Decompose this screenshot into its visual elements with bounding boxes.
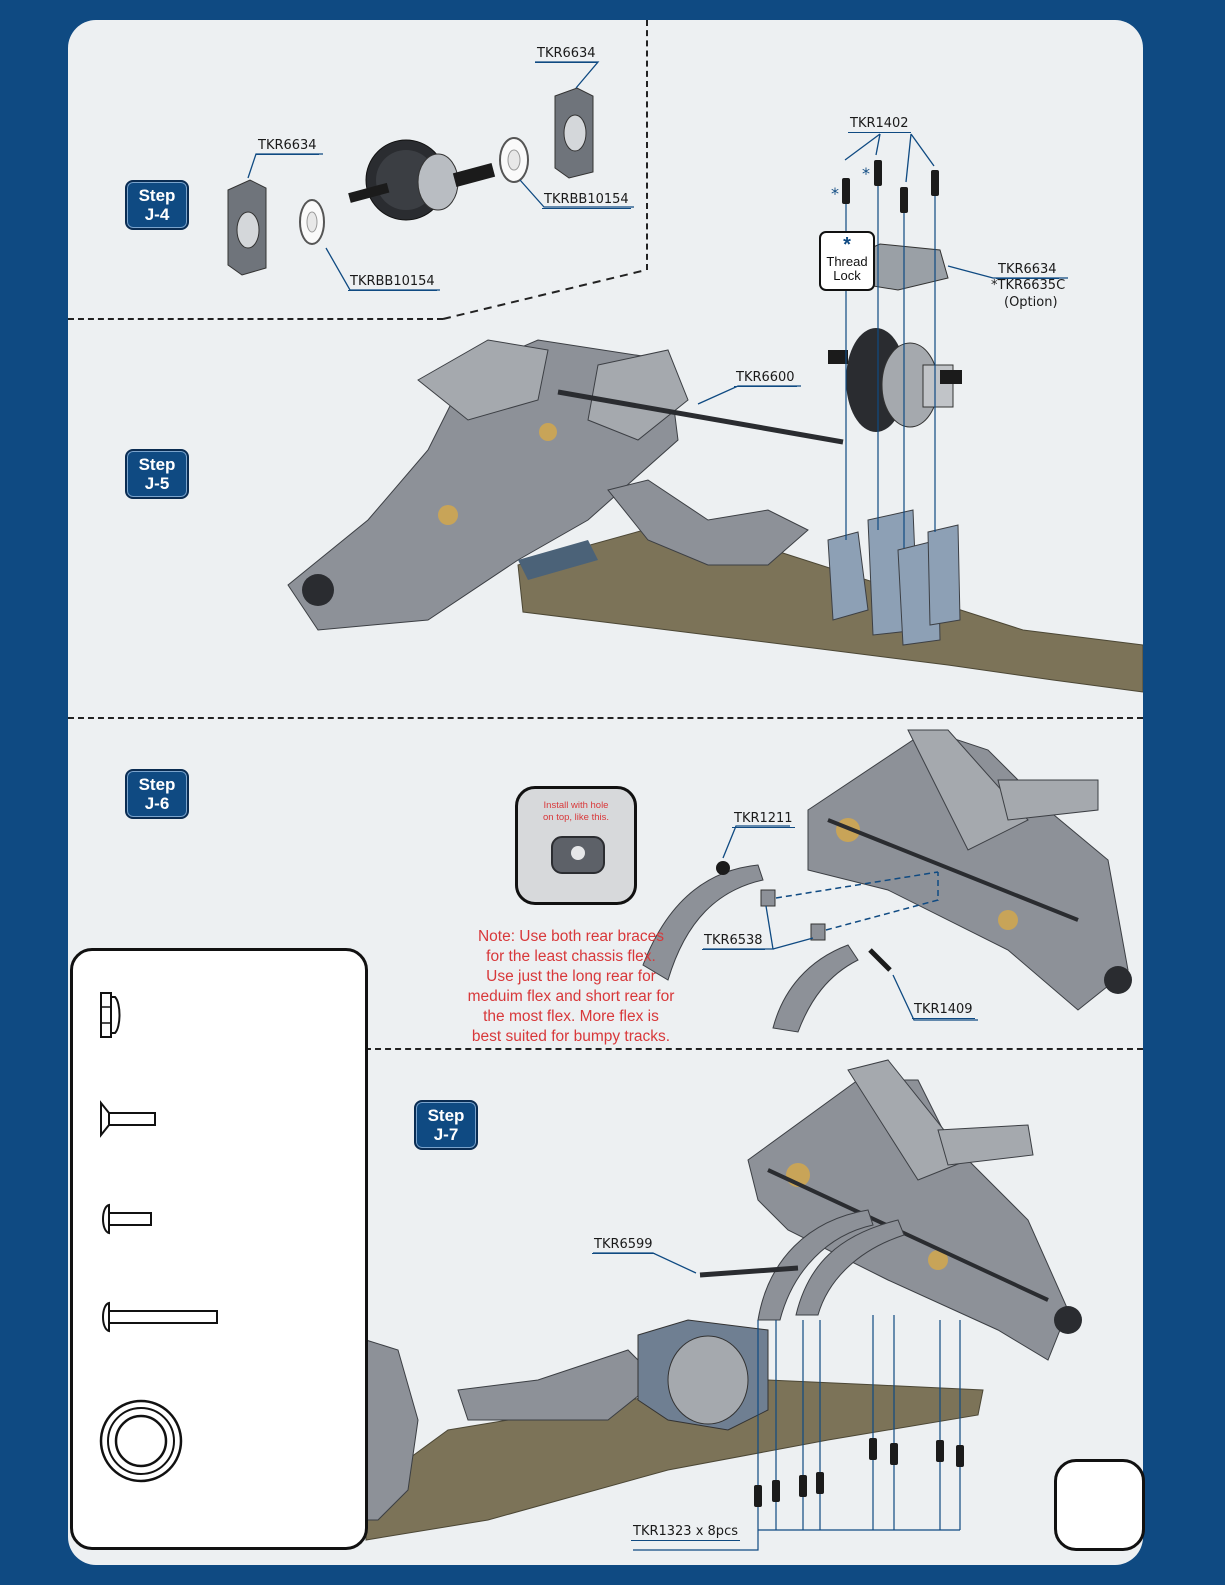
step-j4-line2: J-4 (144, 205, 170, 224)
leader-tkr1402-left2 (875, 133, 881, 156)
step-badge-j4: Step J-4 (125, 180, 189, 230)
dashed-guides-j6 (775, 871, 939, 931)
legend-icons (99, 992, 218, 1483)
leader-tkr6634-top (535, 61, 600, 89)
part-label-tkr6635c: *TKR6635C (991, 278, 1066, 293)
rear-brace-note: Note: Use both rear braces for the least… (456, 927, 686, 1047)
part-label-tkr6634-top: TKR6634 (535, 46, 598, 63)
nut-tkr1211 (716, 861, 730, 875)
note-line-1: Note: Use both rear braces (477, 928, 665, 945)
screws-tkr1323 (754, 1438, 964, 1507)
diff-mount-left (227, 179, 267, 276)
step-badge-j7: Step J-7 (414, 1100, 478, 1150)
part-label-option: (Option) (1004, 295, 1058, 310)
callout-text-line2: on top, like this. (542, 812, 609, 823)
step-badge-j5: Step J-5 (125, 449, 189, 499)
page-number-box (1054, 1459, 1145, 1551)
thread-lock-line2: Lock (833, 268, 861, 283)
screws-tkr1402 (842, 160, 939, 213)
differential-gear-j4 (348, 139, 496, 221)
callout-text: Install with hole on top, like this. (518, 800, 634, 824)
leader-tkr1402-right (905, 133, 912, 183)
step-j4-line1: Step (138, 186, 176, 205)
hardware-legend (70, 948, 368, 1550)
rear-brace-short (772, 944, 859, 1033)
thread-lock-mark-2: * (862, 164, 870, 183)
step-j6-line2: J-6 (144, 794, 170, 813)
note-line-3: Use just the long rear for (486, 968, 656, 985)
leader-tkr6599 (593, 1252, 697, 1274)
part-label-tkr1323: TKR1323 x 8pcs (631, 1524, 740, 1541)
part-label-tkrbb-right: TKRBB10154 (542, 192, 631, 209)
leader-tkr1409 (892, 974, 978, 1021)
step-j4-divider-horizontal (68, 318, 443, 320)
spacer-tkr6538-b (810, 923, 826, 941)
driveshaft-tkr6600 (557, 389, 844, 445)
rear-suspension-j6 (807, 729, 1132, 1011)
spacer-with-hole-icon (551, 836, 605, 874)
rear-brace-long (642, 864, 764, 981)
step-j7-line1: Step (427, 1106, 465, 1125)
screw-tkr1409 (868, 948, 892, 972)
step-j4-divider-vertical (646, 20, 648, 270)
note-line-6: best suited for bumpy tracks. (471, 1028, 671, 1045)
part-label-tkr6634-mount: TKR6634 (996, 262, 1059, 279)
part-label-tkr1402: TKR1402 (848, 116, 911, 133)
rear-brace-j5 (607, 479, 809, 566)
step-j6-line1: Step (138, 775, 176, 794)
diff-assembly-j7 (637, 1319, 769, 1431)
step-j7-line2: J-7 (433, 1125, 459, 1144)
note-line-4: meduim flex and short rear for (467, 988, 675, 1005)
part-label-tkr6600: TKR6600 (734, 370, 797, 387)
part-label-tkr1211: TKR1211 (732, 811, 795, 828)
diff-assembly-j5 (828, 328, 962, 432)
rear-suspension-j5 (287, 339, 689, 631)
thread-lock-badge: * Thread Lock (819, 231, 875, 291)
part-label-tkr1409: TKR1409 (912, 1002, 975, 1019)
step-j5-divider (68, 717, 1143, 719)
nut-icon (100, 992, 121, 1038)
leader-tkrbb-right (519, 179, 634, 208)
bearing-icon (99, 1399, 183, 1483)
bearing-left (299, 199, 325, 245)
callout-text-line1: Install with hole (543, 800, 609, 811)
step-j5-line1: Step (138, 455, 176, 474)
diff-mount-right (554, 87, 594, 179)
note-line-5: the most flex. More flex is (483, 1008, 659, 1025)
long-button-head-screw-icon (102, 1301, 218, 1333)
part-label-tkr6634-left: TKR6634 (256, 138, 319, 155)
step-badge-j6: Step J-6 (125, 769, 189, 819)
leader-tkr6538-b (772, 937, 814, 950)
flat-head-screw-icon (100, 1100, 156, 1138)
rear-suspension-j7 (747, 1059, 1082, 1361)
button-head-screw-icon (102, 1203, 152, 1235)
part-label-tkr6599: TKR6599 (592, 1237, 655, 1254)
leader-tkr6600 (697, 385, 801, 405)
leader-tkr1402-left (844, 133, 881, 161)
step-j4-divider-diagonal (442, 269, 647, 320)
thread-lock-icon: * (843, 234, 851, 256)
part-label-tkr6538: TKR6538 (702, 933, 765, 950)
leader-tkr6634-left (247, 153, 323, 179)
bearing-right (499, 137, 529, 183)
step-j6-divider (365, 1048, 1143, 1050)
thread-lock-line1: Thread (826, 254, 868, 269)
spacer-tkr6538-a (760, 889, 776, 907)
thread-lock-mark-1: * (831, 184, 839, 203)
part-label-tkrbb-left: TKRBB10154 (348, 274, 437, 291)
diff-mounts-j5 (827, 509, 961, 646)
note-line-2: for the least chassis flex. (486, 948, 656, 965)
driveshaft-tkr6599 (699, 1265, 799, 1278)
leader-tkr1402-right2 (910, 133, 935, 167)
leader-tkr1211 (722, 825, 790, 859)
step-j5-line2: J-5 (144, 474, 170, 493)
install-orientation-callout: Install with hole on top, like this. (515, 786, 637, 905)
